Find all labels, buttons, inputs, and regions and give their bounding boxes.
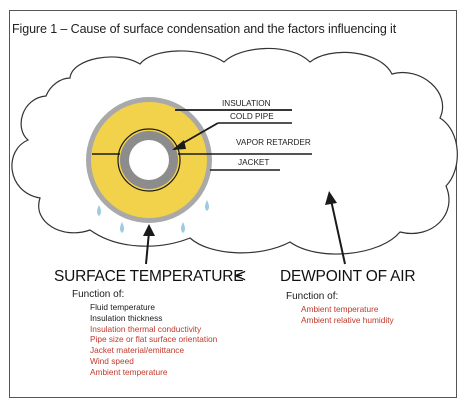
surface-temp-arrow-shaft — [145, 231, 150, 265]
droplet — [205, 200, 209, 211]
factor-item: Ambient relative humidity — [301, 314, 394, 325]
factor-item: Fluid temperature — [90, 302, 156, 312]
figure-title: Figure 1 – Cause of surface condensation… — [12, 22, 397, 36]
cold-pipe-arrowhead — [172, 140, 186, 150]
cold-pipe-label: COLD PIPE — [230, 112, 274, 121]
cold-pipe-bore — [129, 140, 169, 180]
jacket-label: JACKET — [238, 158, 269, 167]
dewpoint-arrowhead — [325, 191, 337, 205]
surface-temp-arrowhead — [143, 224, 155, 236]
factor-item: Jacket material/emittance — [90, 345, 185, 356]
factor-item: Ambient temperature — [90, 366, 168, 377]
droplet — [120, 222, 124, 233]
dewpoint-arrow-shaft — [330, 199, 346, 265]
dewpoint-heading: DEWPOINT OF AIR — [280, 268, 416, 285]
factor-item: Insulation thermal conductivity — [90, 323, 202, 334]
factor-item: Insulation thickness — [90, 312, 163, 323]
dewpoint-factors-list: Ambient temperature Ambient relative hum… — [301, 304, 394, 326]
surface-temperature-heading: SURFACE TEMPERATURE — [54, 268, 244, 285]
cloud-shape — [11, 47, 458, 255]
cold-pipe-arrow-shaft — [177, 122, 219, 147]
surface-temp-function-heading: Function of: — [72, 289, 125, 300]
less-than-operator: < — [235, 266, 246, 287]
vapor-retarder-ring — [117, 128, 181, 192]
vapor-retarder-label: VAPOR RETARDER — [236, 138, 311, 147]
factor-item: Wind speed — [90, 355, 134, 366]
droplet — [97, 205, 101, 216]
factor-item: Pipe size or flat surface orientation — [90, 334, 218, 345]
surface-temp-factors-list: Fluid temperature Insulation thickness I… — [90, 302, 217, 378]
insulation-label: INSULATION — [222, 99, 271, 108]
droplet — [181, 222, 185, 233]
dewpoint-function-heading: Function of: — [286, 291, 339, 302]
factor-item: Ambient temperature — [301, 304, 379, 314]
